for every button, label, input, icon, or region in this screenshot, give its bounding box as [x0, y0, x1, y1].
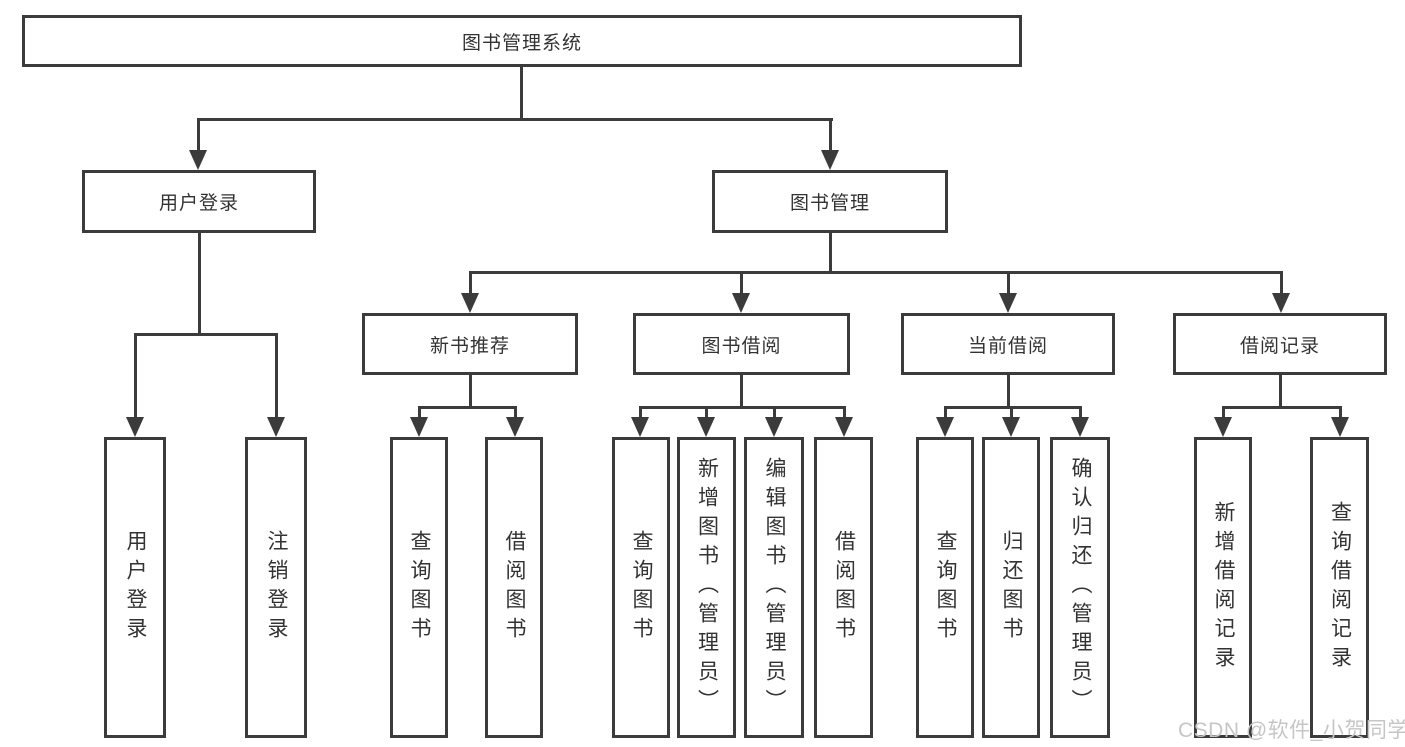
connector-book-borrowing-bus: [639, 406, 846, 409]
leaf-borrowing-add-books-admin: 新增图书（管理员）: [677, 437, 736, 738]
connector-drop-leaf: [1010, 406, 1013, 419]
connector-drop-book-borrowing: [740, 271, 743, 295]
connector-drop-leaf: [705, 406, 708, 419]
connector-drop-leaf: [514, 406, 517, 419]
connector-drop-new-book-recommend: [469, 271, 472, 295]
arrow-down-icon: [1272, 293, 1290, 313]
arrow-down-icon: [835, 417, 853, 437]
leaf-recommend-query-books: 查询图书: [390, 437, 448, 738]
connector-drop-leaf: [1339, 406, 1342, 419]
connector-root-stem: [520, 67, 523, 120]
connector-borrow-records-bus: [1222, 406, 1342, 409]
node-current-borrowing: 当前借阅: [901, 313, 1115, 375]
arrow-down-icon: [506, 417, 524, 437]
connector-borrow-records-stem: [1279, 375, 1282, 409]
connector-drop-leaf: [1079, 406, 1082, 419]
connector-drop-leaf: [1222, 406, 1225, 419]
leaf-borrowing-edit-books-admin: 编辑图书（管理员）: [744, 437, 804, 738]
connector-new-book-recommend-bus: [418, 406, 517, 409]
leaf-current-confirm-return-admin: 确认归还（管理员）: [1050, 437, 1110, 738]
connector-book-management-bus: [469, 271, 1283, 274]
connector-drop-leaf: [418, 406, 421, 419]
connector-drop-user-login: [197, 118, 200, 151]
connector-drop-leaf: [944, 406, 947, 419]
connector-root-bus: [197, 118, 833, 121]
arrow-down-icon: [765, 417, 783, 437]
connector-drop-borrow-records: [1280, 271, 1283, 295]
arrow-down-icon: [410, 417, 428, 437]
connector-drop-leaf: [639, 406, 642, 419]
arrow-down-icon: [1331, 417, 1349, 437]
leaf-current-return-books: 归还图书: [982, 437, 1040, 738]
arrow-down-icon: [1002, 417, 1020, 437]
connector-book-management-stem: [829, 233, 832, 274]
connector-drop-leaf: [773, 406, 776, 419]
node-root-system: 图书管理系统: [22, 15, 1022, 67]
arrow-down-icon: [1071, 417, 1089, 437]
node-user-login: 用户登录: [82, 170, 316, 233]
connector-drop-current-borrowing: [1007, 271, 1010, 295]
connector-drop-leaf: [843, 406, 846, 419]
arrow-down-icon: [732, 293, 750, 313]
arrow-down-icon: [999, 293, 1017, 313]
arrow-down-icon: [936, 417, 954, 437]
leaf-logout: 注销登录: [245, 437, 307, 738]
connector-current-borrowing-bus: [944, 406, 1082, 409]
arrow-down-icon: [1214, 417, 1232, 437]
arrow-down-icon: [631, 417, 649, 437]
arrow-down-icon: [461, 293, 479, 313]
leaf-current-query-books: 查询图书: [916, 437, 974, 738]
node-book-borrowing: 图书借阅: [633, 313, 850, 375]
leaf-records-add-borrow-record: 新增借阅记录: [1194, 437, 1252, 738]
connector-drop-leaf-user-login: [134, 333, 137, 417]
connector-drop-book-management: [829, 118, 832, 151]
leaf-recommend-borrow-books: 借阅图书: [485, 437, 543, 738]
leaf-borrowing-query-books: 查询图书: [612, 437, 670, 738]
node-book-management: 图书管理: [712, 170, 948, 233]
connector-user-login-bus: [134, 333, 278, 336]
node-borrow-records: 借阅记录: [1173, 313, 1387, 375]
arrow-down-icon: [189, 150, 207, 170]
connector-user-login-stem: [198, 233, 201, 336]
arrow-down-icon: [126, 417, 144, 437]
leaf-records-query-borrow-record: 查询借阅记录: [1310, 437, 1369, 738]
connector-book-borrowing-stem: [740, 375, 743, 409]
node-new-book-recommend: 新书推荐: [362, 313, 578, 375]
arrow-down-icon: [697, 417, 715, 437]
connector-new-book-recommend-stem: [469, 375, 472, 409]
connector-drop-leaf-logout: [275, 333, 278, 417]
csdn-watermark: CSDN @软件_小贺同学: [1178, 719, 1405, 742]
arrow-down-icon: [821, 150, 839, 170]
leaf-user-login: 用户登录: [104, 437, 166, 738]
connector-current-borrowing-stem: [1007, 375, 1010, 409]
leaf-borrowing-borrow-books: 借阅图书: [814, 437, 873, 738]
arrow-down-icon: [267, 417, 285, 437]
